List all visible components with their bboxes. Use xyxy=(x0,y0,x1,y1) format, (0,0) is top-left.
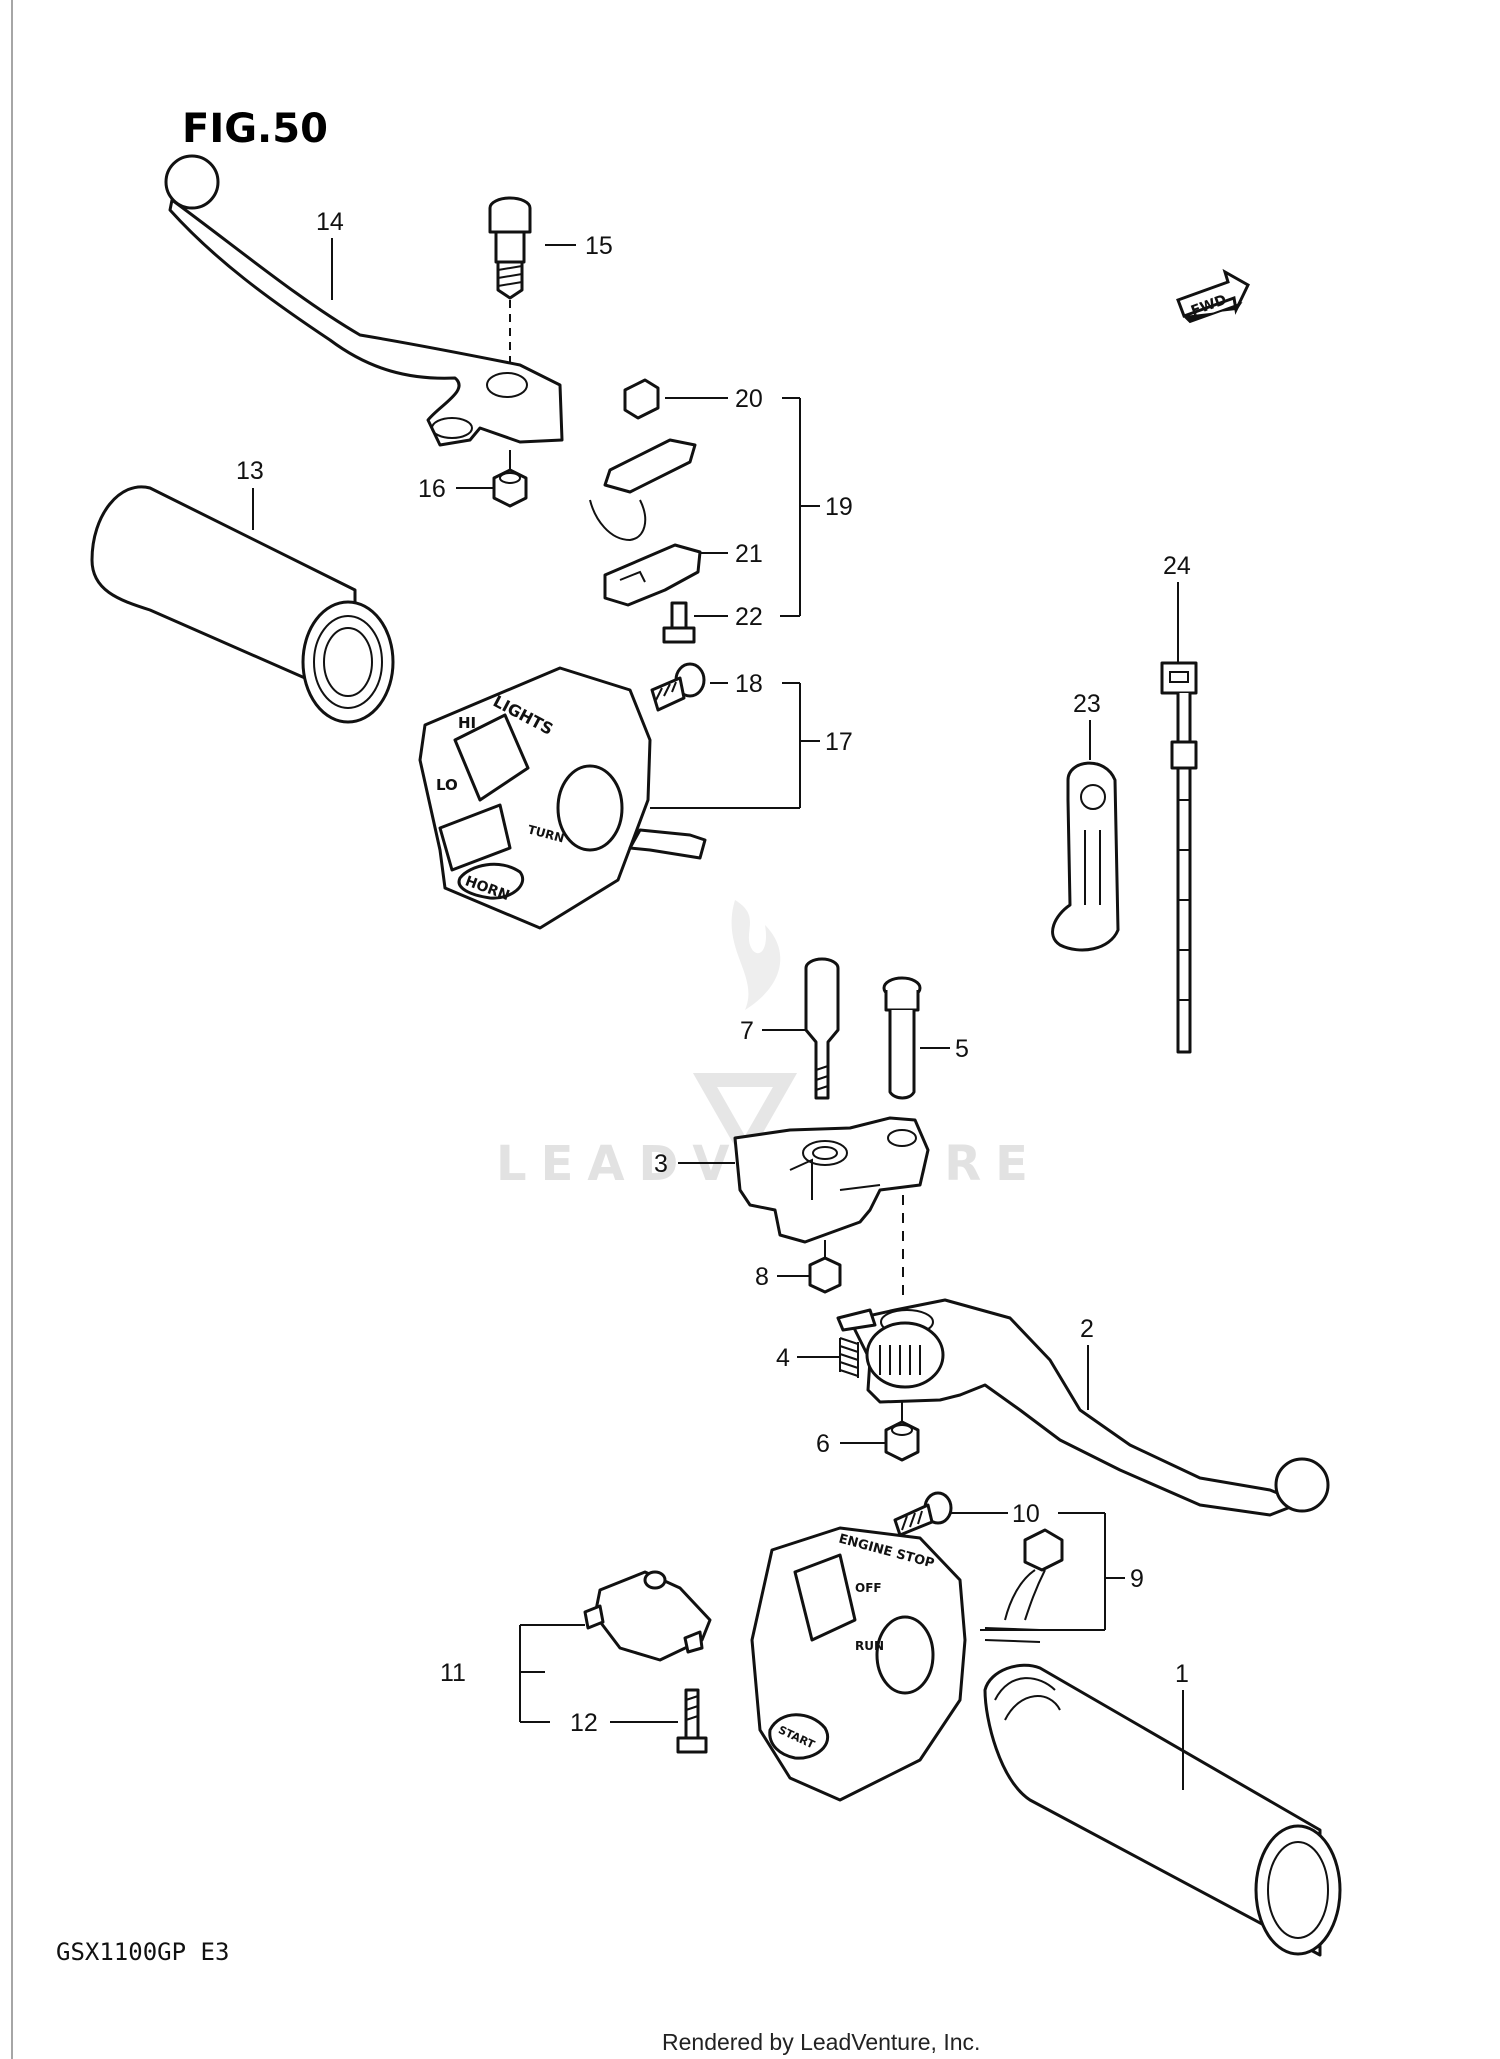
callout-12: 12 xyxy=(570,1709,598,1737)
part-7-bolt xyxy=(804,957,840,1100)
callout-2: 2 xyxy=(1080,1315,1094,1343)
off-label: OFF xyxy=(855,1581,882,1595)
fwd-arrow-icon: FWD xyxy=(1176,268,1250,324)
part-4-spring xyxy=(839,1337,859,1378)
part-20-terminal xyxy=(623,378,660,420)
watermark-flame-icon xyxy=(731,900,781,1010)
callout-7: 7 xyxy=(740,1017,754,1045)
leader-lines xyxy=(252,238,1184,1790)
callout-9: 9 xyxy=(1130,1565,1144,1593)
part-13-grip xyxy=(90,485,395,724)
callout-18: 18 xyxy=(735,670,763,698)
part-9-harness xyxy=(984,1528,1064,1643)
callout-21: 21 xyxy=(735,540,763,568)
callout-11: 11 xyxy=(440,1659,466,1687)
figure-title: FIG.50 xyxy=(182,106,328,152)
part-1-right-switch-and-grip: ENGINE STOP OFF RUN START xyxy=(750,1526,1342,1957)
model-code: GSX1100GP E3 xyxy=(56,1938,229,1966)
callout-10: 10 xyxy=(1012,1500,1040,1528)
callout-22: 22 xyxy=(735,603,763,631)
part-16-nut xyxy=(492,450,528,508)
part-15-screw xyxy=(488,196,532,370)
part-14-lever xyxy=(164,154,564,447)
part-18-screw xyxy=(650,662,706,712)
part-3-lever-bracket xyxy=(733,1116,930,1244)
part-17-left-switch-housing: LIGHTS HI LO TURN HORN xyxy=(418,666,707,930)
callout-14: 14 xyxy=(316,208,344,236)
part-22-screw xyxy=(662,601,696,644)
part-11-brake-switch xyxy=(583,1570,712,1662)
callout-6: 6 xyxy=(816,1430,830,1458)
callout-8: 8 xyxy=(755,1263,769,1291)
part-6-nut xyxy=(884,1402,920,1462)
part-12-screw xyxy=(676,1688,708,1754)
part-19-switch-plate xyxy=(589,438,697,542)
lo-label: LO xyxy=(436,776,458,794)
callout-13: 13 xyxy=(236,457,264,485)
callout-19: 19 xyxy=(825,493,853,521)
callout-24: 24 xyxy=(1163,552,1191,580)
part-23-clamp xyxy=(1051,761,1120,952)
hi-label: HI xyxy=(458,714,476,732)
part-5-pivot-bolt xyxy=(882,976,922,1100)
callout-23: 23 xyxy=(1073,690,1101,718)
callout-20: 20 xyxy=(735,385,763,413)
part-21-switch-body xyxy=(603,543,702,607)
part-8-nut xyxy=(808,1240,842,1294)
part-24-cable-tie xyxy=(1160,661,1198,1054)
watermark-v-icon xyxy=(692,1073,798,1165)
callout-4: 4 xyxy=(776,1344,790,1372)
callout-17: 17 xyxy=(825,728,853,756)
callout-16: 16 xyxy=(418,475,446,503)
callout-15: 15 xyxy=(585,232,613,260)
callout-3: 3 xyxy=(654,1150,668,1178)
part-2-brake-lever xyxy=(836,1298,1330,1517)
render-credit: Rendered by LeadVenture, Inc. xyxy=(662,2029,980,2055)
callout-5: 5 xyxy=(955,1035,969,1063)
run-label: RUN xyxy=(855,1639,884,1653)
part-10-screw xyxy=(893,1491,953,1537)
callout-1: 1 xyxy=(1175,1660,1189,1688)
